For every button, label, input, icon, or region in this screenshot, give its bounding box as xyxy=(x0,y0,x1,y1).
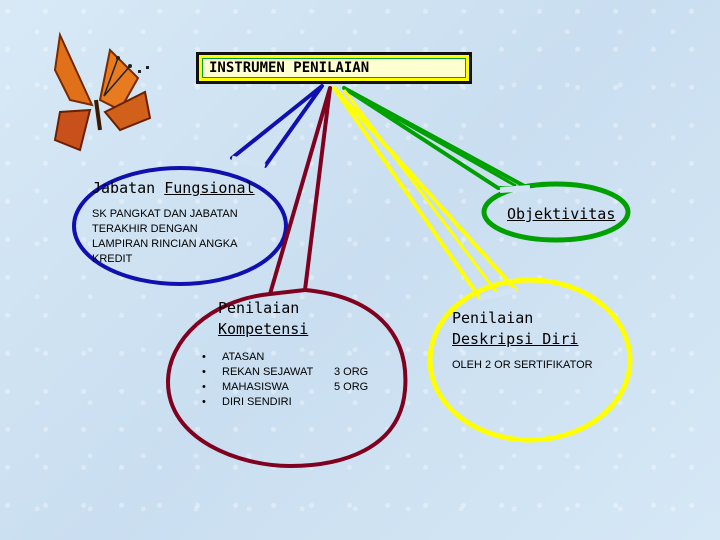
deskripsi-title-line2: Deskripsi Diri xyxy=(452,329,578,350)
jabatan-body-line: LAMPIRAN RINCIAN ANGKA xyxy=(92,237,238,252)
list-item-label: MAHASISWA xyxy=(222,380,334,395)
deskripsi-title-line1: Penilaian xyxy=(452,308,578,329)
list-item: DIRI SENDIRI xyxy=(202,395,368,410)
deskripsi-body: OLEH 2 OR SERTIFIKATOR xyxy=(452,358,593,373)
deskripsi-title: Penilaian Deskripsi Diri xyxy=(452,308,578,350)
jabatan-body-line: KREDIT xyxy=(92,252,238,267)
jabatan-title-part1: Jabatan xyxy=(92,179,164,197)
deskripsi-callout xyxy=(334,88,630,440)
page-title: INSTRUMEN PENILAIAN xyxy=(203,59,465,77)
objektivitas-title: Objektivitas xyxy=(507,204,615,225)
kompetensi-title: Penilaian Kompetensi xyxy=(218,298,308,340)
list-item-label: ATASAN xyxy=(222,351,264,363)
list-item-count: 5 ORG xyxy=(334,381,368,393)
kompetensi-title-line2: Kompetensi xyxy=(218,319,308,340)
title-box: INSTRUMEN PENILAIAN xyxy=(196,52,472,84)
jabatan-body-line: TERAKHIR DENGAN xyxy=(92,222,238,237)
list-item: ATASAN xyxy=(202,350,368,365)
jabatan-title: Jabatan Fungsional xyxy=(92,178,255,199)
list-item-label: DIRI SENDIRI xyxy=(222,396,292,408)
list-item-count: 3 ORG xyxy=(334,366,368,378)
butterfly-icon xyxy=(55,35,150,150)
jabatan-body-line: SK PANGKAT DAN JABATAN xyxy=(92,207,238,222)
kompetensi-title-line1: Penilaian xyxy=(218,298,308,319)
list-item-label: REKAN SEJAWAT xyxy=(222,365,334,380)
jabatan-title-part2: Fungsional xyxy=(164,179,254,197)
jabatan-body: SK PANGKAT DAN JABATAN TERAKHIR DENGAN L… xyxy=(92,207,238,267)
